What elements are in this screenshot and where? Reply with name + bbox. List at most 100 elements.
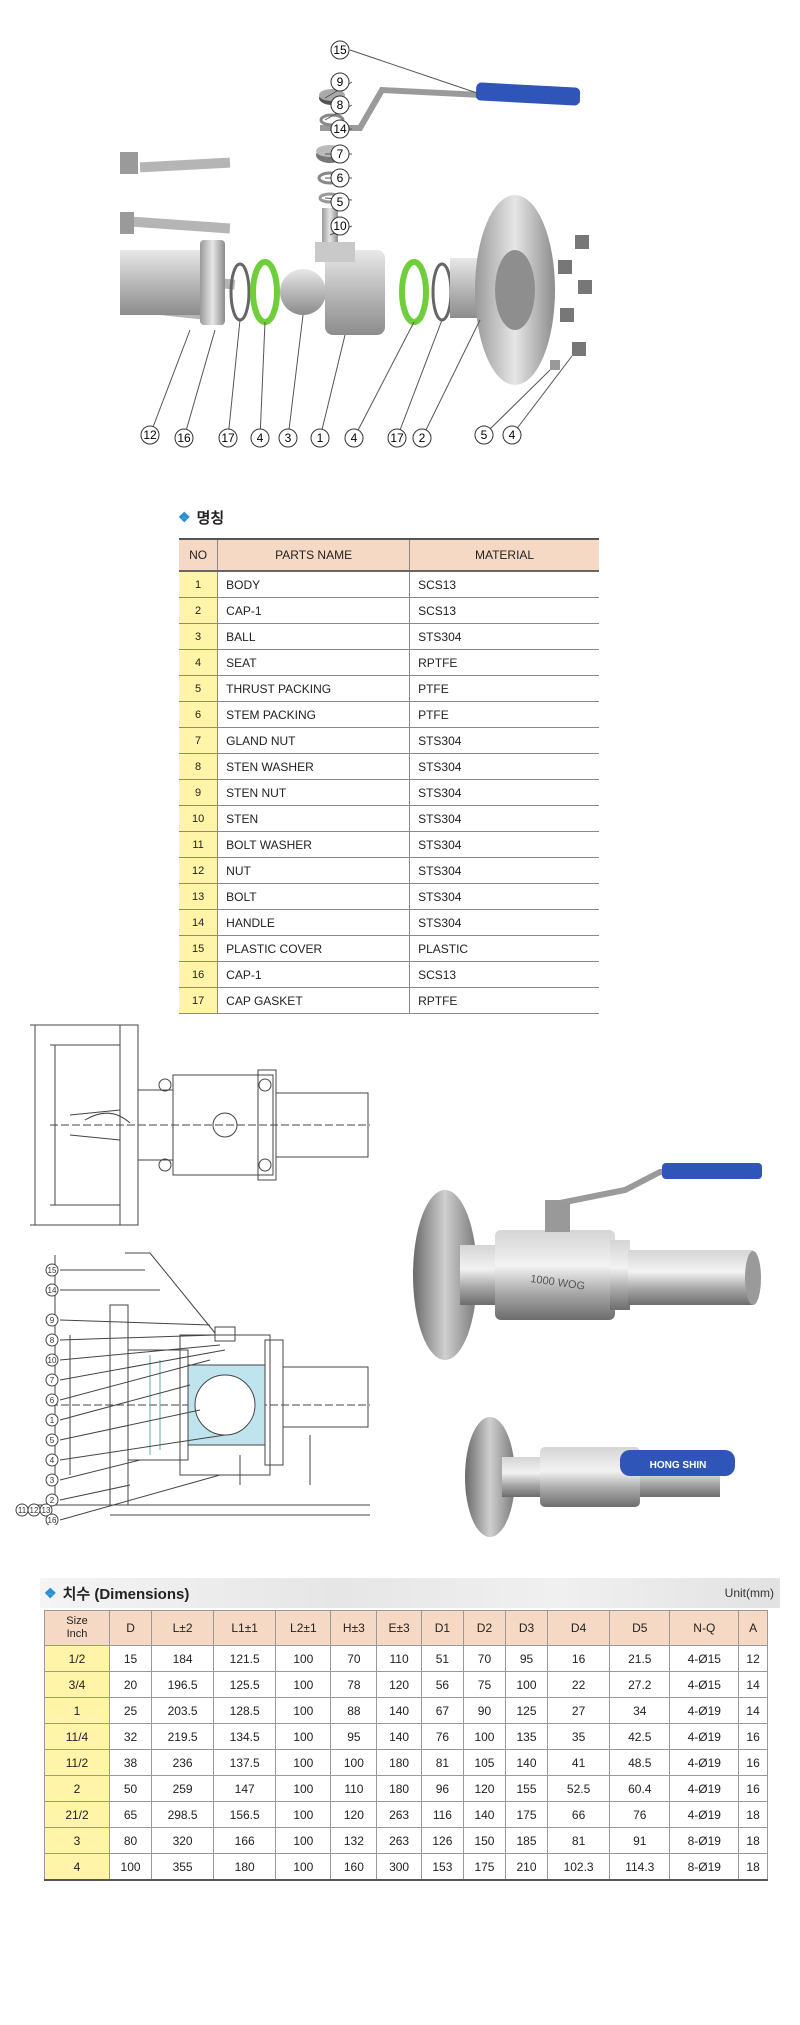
svg-text:14: 14 — [48, 1286, 57, 1295]
callout: 9 — [330, 72, 350, 92]
dim-cell: 114.3 — [609, 1853, 671, 1881]
dim-cell: 96 — [420, 1775, 464, 1802]
parts-cell-name: STEN — [217, 805, 410, 832]
parts-cell-material: STS304 — [409, 623, 599, 650]
parts-cell-no: 13 — [179, 883, 218, 910]
callout: 8 — [330, 95, 350, 115]
drawing-callout: 14 — [45, 1283, 59, 1297]
dim-cell: 355 — [151, 1853, 215, 1881]
svg-text:16: 16 — [48, 1516, 57, 1525]
parts-cell-name: GLAND NUT — [217, 727, 410, 754]
dim-cell: 100 — [108, 1853, 153, 1881]
dim-col-header: H±3 — [330, 1610, 378, 1646]
exploded-view: 15 9 8 14 7 6 5 10 12 16 17 4 3 1 4 17 2… — [85, 30, 640, 450]
dim-cell: 34 — [609, 1697, 671, 1724]
callout: 4 — [250, 428, 270, 448]
parts-cell-name: STEN NUT — [217, 779, 410, 806]
unit-label: Unit(mm) — [724, 1586, 774, 1600]
size-cell: 4 — [44, 1853, 110, 1881]
dim-cell: 116 — [420, 1801, 464, 1828]
size-cell: 11/4 — [44, 1723, 110, 1750]
drawing-callout: 2 — [45, 1493, 59, 1507]
drawing-callout: 6 — [45, 1393, 59, 1407]
dim-col-header: L1±1 — [213, 1610, 277, 1646]
parts-cell-material: PTFE — [409, 675, 599, 702]
parts-cell-no: 12 — [179, 857, 218, 884]
parts-cell-no: 4 — [179, 649, 218, 676]
dim-cell: 175 — [462, 1853, 506, 1881]
dim-cell: 147 — [213, 1775, 277, 1802]
svg-text:5: 5 — [50, 1436, 55, 1445]
svg-text:10: 10 — [333, 219, 347, 233]
dim-col-header: D3 — [504, 1610, 549, 1646]
dim-cell: 156.5 — [213, 1801, 277, 1828]
dim-cell: 65 — [108, 1801, 153, 1828]
dim-cell: 60.4 — [609, 1775, 671, 1802]
parts-cell-no: 9 — [179, 779, 218, 806]
svg-text:14: 14 — [333, 122, 347, 136]
parts-cell-name: BALL — [217, 623, 410, 650]
callout: 4 — [344, 428, 364, 448]
parts-cell-name: CAP-1 — [217, 961, 410, 988]
dim-cell: 70 — [462, 1645, 506, 1672]
exploded-callouts: 15 9 8 14 7 6 5 10 12 16 17 4 3 1 4 17 2… — [140, 40, 522, 448]
parts-cell-name: CAP-1 — [217, 597, 410, 624]
dim-cell: 51 — [420, 1645, 464, 1672]
parts-cell-no: 5 — [179, 675, 218, 702]
callout: 17 — [218, 428, 238, 448]
body-part — [315, 242, 385, 335]
callout: 14 — [330, 119, 350, 139]
drawing-callouts: 15 14 9 8 10 7 6 1 5 4 3 2 11 12 13 16 — [15, 1263, 59, 1527]
parts-cell-no: 7 — [179, 727, 218, 754]
nuts — [550, 235, 592, 370]
dim-cell: 126 — [420, 1827, 464, 1854]
parts-cell-name: STEN WASHER — [217, 753, 410, 780]
parts-cell-name: NUT — [217, 857, 410, 884]
dim-cell: 76 — [609, 1801, 671, 1828]
dim-cell: 32 — [108, 1723, 153, 1750]
dim-cell: 120 — [330, 1801, 378, 1828]
parts-cell-no: 15 — [179, 935, 218, 962]
svg-text:7: 7 — [337, 147, 344, 161]
parts-cell-material: STS304 — [409, 779, 599, 806]
dim-cell: 120 — [376, 1671, 422, 1698]
parts-cell-material: PTFE — [409, 701, 599, 728]
dim-cell: 42.5 — [609, 1723, 671, 1750]
svg-text:4: 4 — [257, 431, 264, 445]
parts-cell-material: RPTFE — [409, 987, 599, 1014]
dim-cell: 100 — [275, 1827, 332, 1854]
dim-cell: 95 — [330, 1723, 378, 1750]
drawing-callout: 12 — [27, 1503, 41, 1517]
callout: 16 — [174, 428, 194, 448]
dim-cell: 4-Ø15 — [669, 1645, 740, 1672]
parts-cell-no: 2 — [179, 597, 218, 624]
dim-cell: 320 — [151, 1827, 215, 1854]
dim-cell: 180 — [376, 1749, 422, 1776]
dim-cell: 298.5 — [151, 1801, 215, 1828]
parts-cell-no: 1 — [179, 571, 218, 598]
parts-cell-no: 11 — [179, 831, 218, 858]
dim-col-header: D5 — [609, 1610, 671, 1646]
dim-cell: 100 — [275, 1671, 332, 1698]
col-header: NO — [179, 538, 218, 572]
parts-cell-name: BODY — [217, 571, 410, 598]
callout: 7 — [330, 144, 350, 164]
product-photo-small: HONG SHIN — [460, 1412, 740, 1542]
dim-cell: 263 — [376, 1827, 422, 1854]
dim-cell: 14 — [738, 1697, 768, 1724]
svg-text:7: 7 — [50, 1376, 55, 1385]
dim-cell: 22 — [547, 1671, 611, 1698]
